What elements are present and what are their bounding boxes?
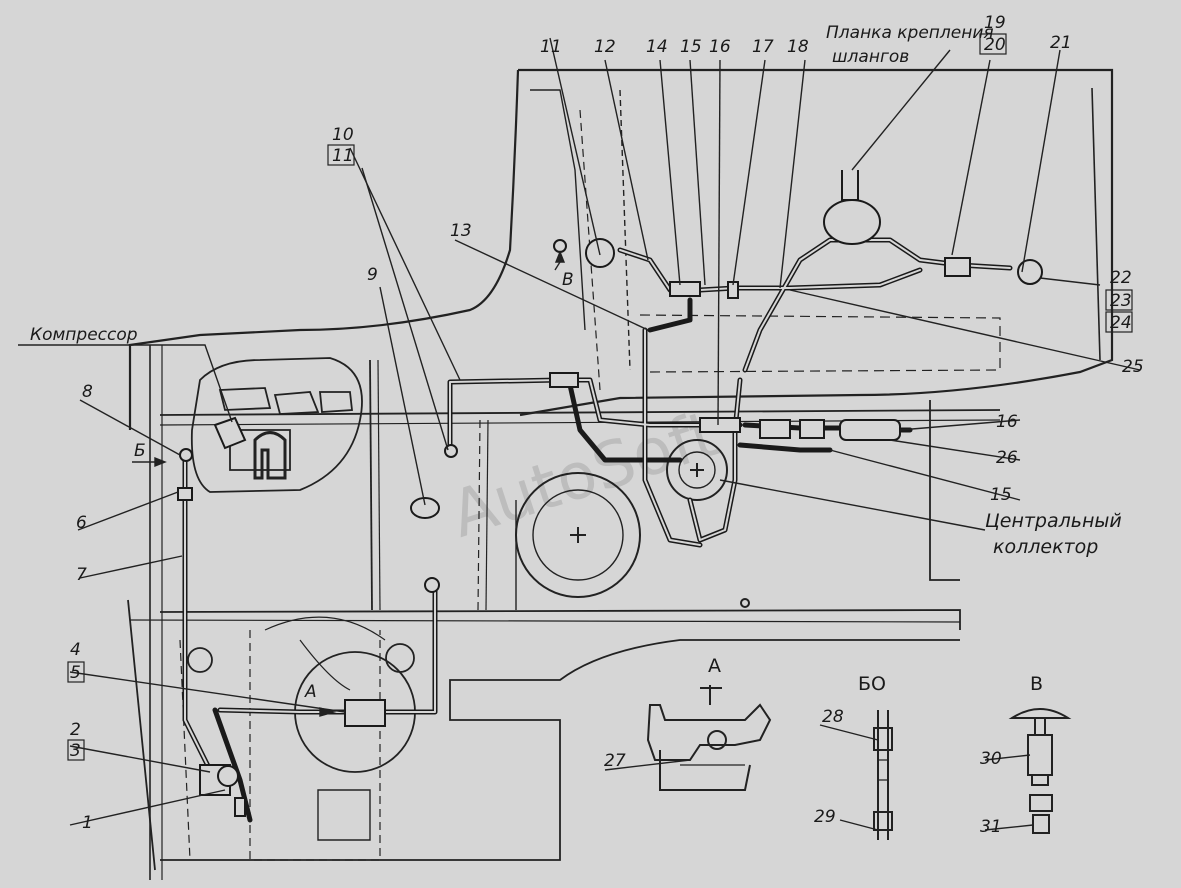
air-pipelines — [182, 237, 1013, 823]
label-29: 29 — [814, 807, 836, 827]
label-view-v: В — [1030, 673, 1043, 695]
label-14: 14 — [646, 37, 668, 57]
label-11: 11 — [540, 37, 562, 57]
label-7: 7 — [76, 565, 87, 585]
label-9: 9 — [367, 265, 378, 285]
label-plank-1: Планка крепления — [826, 23, 994, 43]
label-central-2: коллектор — [993, 536, 1098, 558]
part-labels: Компрессор 8 Б 6 7 4 5 2 3 1 10 11 9 13 … — [30, 13, 1144, 837]
label-15-top: 15 — [680, 37, 702, 57]
label-11-boxed: 11 — [332, 146, 354, 166]
label-4: 4 — [70, 640, 81, 660]
label-arrow-v: В — [562, 270, 574, 290]
label-3: 3 — [70, 741, 81, 761]
watermark: AutoSoft — [442, 397, 726, 552]
view-a-detail — [646, 685, 772, 791]
label-30: 30 — [980, 749, 1002, 769]
label-16-right: 16 — [996, 412, 1018, 432]
label-25: 25 — [1122, 357, 1144, 377]
label-arrow-b: Б — [134, 441, 146, 461]
label-arrow-a: А — [304, 682, 317, 702]
label-13: 13 — [450, 221, 472, 241]
cab-outline — [128, 68, 1114, 430]
label-16-top: 16 — [709, 37, 731, 57]
label-6: 6 — [76, 513, 87, 533]
central-collector — [666, 439, 728, 501]
label-view-a: А — [708, 655, 721, 677]
label-23: 23 — [1110, 291, 1132, 311]
label-12: 12 — [594, 37, 616, 57]
label-22: 22 — [1110, 268, 1132, 288]
label-27: 27 — [604, 751, 626, 771]
leader-lines — [18, 37, 1141, 831]
label-21: 21 — [1050, 33, 1072, 53]
view-bo-detail — [873, 710, 893, 840]
label-1: 1 — [82, 813, 93, 833]
label-19: 19 — [984, 13, 1006, 33]
view-arrows — [154, 250, 566, 717]
fittings — [177, 170, 1043, 817]
label-compressor: Компрессор — [30, 325, 138, 345]
label-plank-2: шлангов — [832, 47, 909, 67]
label-8: 8 — [82, 382, 93, 402]
label-20: 20 — [984, 35, 1006, 55]
view-v-detail — [1008, 708, 1072, 834]
label-5: 5 — [70, 663, 81, 683]
label-28: 28 — [822, 707, 844, 727]
label-view-bo: БО — [858, 673, 886, 695]
label-31: 31 — [980, 817, 1002, 837]
label-central-1: Центральный — [985, 510, 1122, 532]
label-10: 10 — [332, 125, 354, 145]
label-2: 2 — [70, 720, 81, 740]
label-17: 17 — [752, 37, 774, 57]
flywheel — [515, 472, 750, 610]
label-18: 18 — [787, 37, 809, 57]
label-15-right: 15 — [990, 485, 1012, 505]
label-26: 26 — [996, 448, 1018, 468]
label-24: 24 — [1110, 313, 1132, 333]
